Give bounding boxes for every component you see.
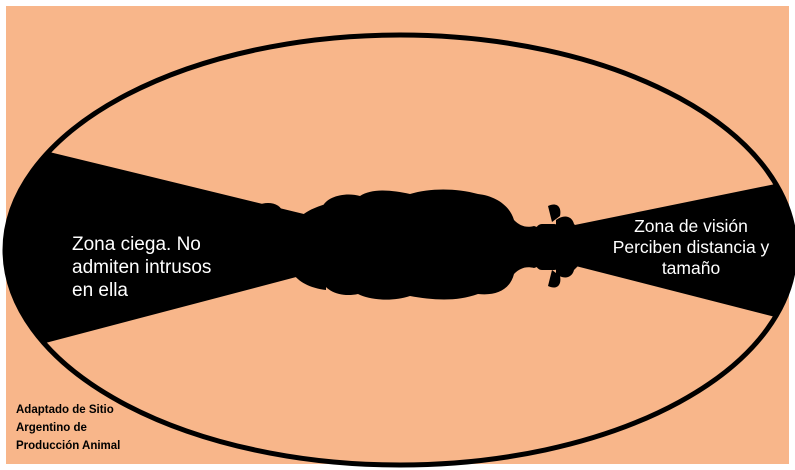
vision-zone-line-3: tamaño [586, 258, 795, 279]
animal-hip-knob [254, 203, 282, 221]
blind-zone-label: Zona ciega. No admiten intrusos en ella [72, 234, 282, 302]
blind-zone-line-2: admiten intrusos [72, 257, 282, 280]
vision-zone-line-2: Perciben distancia y [586, 237, 795, 258]
credit-line-2: Argentino de [16, 420, 120, 438]
source-credit: Adaptado de Sitio Argentino de Producció… [16, 402, 120, 455]
blind-zone-line-3: en ella [72, 280, 282, 303]
credit-line-3: Producción Animal [16, 438, 120, 456]
vision-zone-line-1: Zona de visión [586, 216, 795, 237]
blind-zone-line-1: Zona ciega. No [72, 234, 282, 257]
vision-zone-label: Zona de visión Perciben distancia y tama… [586, 216, 795, 279]
credit-line-1: Adaptado de Sitio [16, 402, 120, 420]
